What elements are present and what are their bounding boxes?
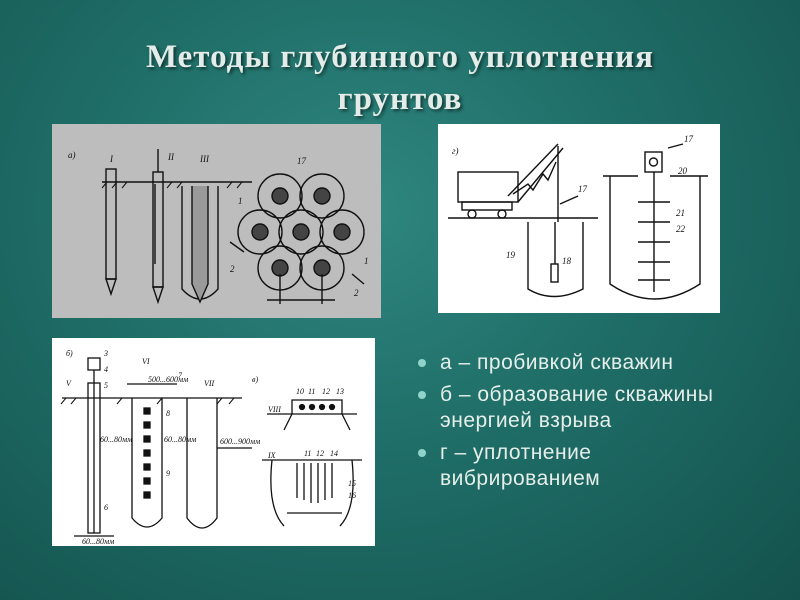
figure-a-mark: 17 xyxy=(297,156,307,166)
figure-a-mark: 2 xyxy=(230,264,235,274)
figure-b-mark: 5 xyxy=(104,381,108,390)
figure-a-mark: I xyxy=(109,154,114,164)
figure-g-label: г) xyxy=(452,146,459,156)
figure-b-mark: V xyxy=(66,379,72,388)
figure-b-mark: 15 xyxy=(348,479,356,488)
figure-g-mark: 18 xyxy=(562,256,572,266)
legend-item: а – пробивкой скважин xyxy=(418,350,758,376)
figure-b-mark: 11 xyxy=(304,449,311,458)
figure-b-drawing: б) в) 3 4 V 5 VI 7 VII 8 9 6 VIII IX 10 … xyxy=(60,349,362,546)
figure-a-label: а) xyxy=(68,150,76,160)
figure-a-mark: 1 xyxy=(364,256,369,266)
figure-a-mark: II xyxy=(167,152,175,162)
figure-b-mark: 9 xyxy=(166,469,170,478)
figure-g-mark: 17 xyxy=(684,134,694,144)
figure-b-mark: 13 xyxy=(336,387,344,396)
figure-b-dim: 600...900мм xyxy=(220,437,260,446)
figure-b-label-v: в) xyxy=(252,375,258,384)
figure-a-mark: 2 xyxy=(354,288,359,298)
figure-b-mark: 16 xyxy=(348,491,356,500)
figure-b-mark: 11 xyxy=(308,387,315,396)
figure-b-mark: 14 xyxy=(330,449,338,458)
figure-b-mark: 3 xyxy=(103,349,108,358)
legend-item-text: г – уплотнение вибрированием xyxy=(440,441,601,490)
figure-b-mark: 8 xyxy=(166,409,170,418)
bullet-dot-icon xyxy=(418,391,426,399)
figure-g-vibration: г) 17 19 18 17 20 21 22 xyxy=(438,124,720,313)
legend-item-text: б – образование скважины энергией взрыва xyxy=(440,383,714,432)
figure-b-mark: 12 xyxy=(316,449,324,458)
figure-b-explosion: б) в) 3 4 V 5 VI 7 VII 8 9 6 VIII IX 10 … xyxy=(52,338,375,546)
figure-b-dim: 60...80мм xyxy=(82,537,114,546)
figure-b-mark: 7 xyxy=(178,371,183,380)
figure-b-mark: 4 xyxy=(104,365,108,374)
legend-item: г – уплотнение вибрированием xyxy=(418,440,758,492)
figure-a-drawing: а) I II III 17 1 2 1 2 xyxy=(68,149,369,305)
figure-a-mark: III xyxy=(199,154,210,164)
figure-b-mark: 12 xyxy=(322,387,330,396)
figure-b-dim: 500...600мм xyxy=(148,375,188,384)
figure-g-drawing: г) 17 19 18 17 20 21 22 xyxy=(448,134,708,300)
figure-g-mark: 21 xyxy=(676,208,685,218)
figure-b-dim: 60...80мм xyxy=(100,435,132,444)
legend-item-text: а – пробивкой скважин xyxy=(440,351,674,374)
figure-g-mark: 19 xyxy=(506,250,516,260)
figure-b-mark: VIII xyxy=(268,405,281,414)
bullet-dot-icon xyxy=(418,449,426,457)
figure-b-mark: IX xyxy=(267,451,277,460)
bullet-dot-icon xyxy=(418,359,426,367)
slide-title-line-1: Методы глубинного уплотнения xyxy=(145,39,655,75)
figure-b-label: б) xyxy=(66,349,73,358)
figure-b-mark: 6 xyxy=(104,503,108,512)
figure-b-dim: 60...80мм xyxy=(164,435,196,444)
method-legend: а – пробивкой скважин б – образование ск… xyxy=(418,350,758,498)
figure-a-mark: 1 xyxy=(238,196,243,206)
slide-title: Методы глубинного уплотнения грунтов xyxy=(0,36,800,120)
figure-g-mark: 17 xyxy=(578,184,588,194)
figure-b-mark: VI xyxy=(142,357,150,366)
figure-g-mark: 22 xyxy=(676,224,686,234)
slide-title-line-2: грунтов xyxy=(337,81,463,117)
figure-b-mark: 10 xyxy=(296,387,304,396)
figure-b-mark: VII xyxy=(204,379,215,388)
figure-a-piercing: а) I II III 17 1 2 1 2 xyxy=(52,124,381,318)
legend-item: б – образование скважины энергией взрыва xyxy=(418,382,758,434)
figure-g-mark: 20 xyxy=(678,166,688,176)
